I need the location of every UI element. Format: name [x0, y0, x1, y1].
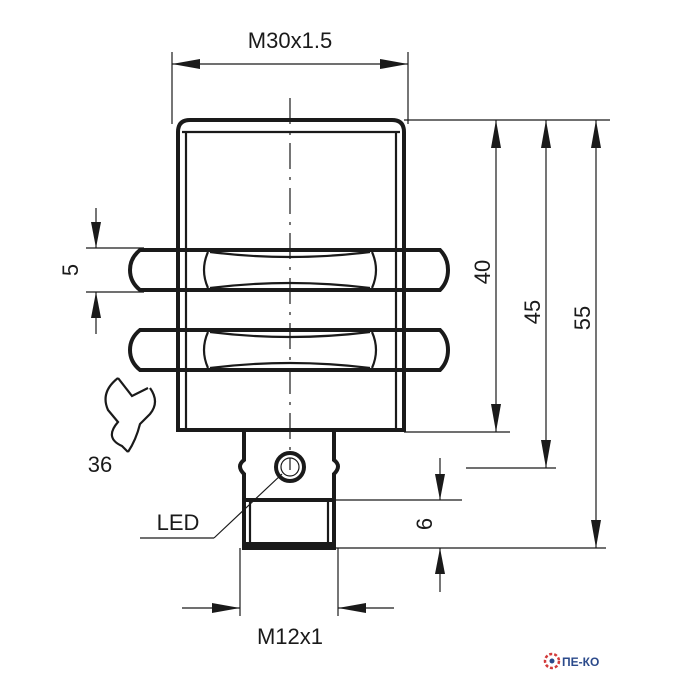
wrench-icon: 36	[88, 377, 157, 477]
dim-height-45: 45	[466, 120, 556, 469]
dim-height-55: 55	[334, 120, 606, 549]
logo-gear-icon	[543, 652, 561, 670]
label-dim-55: 55	[570, 306, 595, 330]
dim-nut-height: 5	[58, 208, 144, 334]
dim-thread-connector: M12x1	[182, 548, 394, 649]
logo-text: ПЕ-КО	[562, 655, 599, 669]
brand-logo: ПЕ-КО	[543, 652, 599, 670]
label-nut-height: 5	[58, 264, 83, 276]
label-thread-connector: M12x1	[257, 624, 323, 649]
label-thread-main: M30x1.5	[248, 28, 332, 53]
connector	[238, 430, 340, 550]
dim-height-40: 40	[404, 119, 610, 433]
dim-thread-main: M30x1.5	[171, 28, 409, 124]
label-dim-40: 40	[470, 260, 495, 284]
nut-lower	[127, 328, 451, 372]
label-dim-45: 45	[520, 300, 545, 324]
label-dim-6: 6	[412, 518, 437, 530]
nut-upper	[127, 248, 451, 292]
label-led: LED	[157, 510, 200, 535]
label-wrench-size: 36	[88, 452, 112, 477]
dim-thread-length: 6	[334, 458, 462, 592]
sensor-body	[176, 118, 406, 432]
led-indicator	[274, 451, 306, 483]
led-callout: LED	[140, 473, 283, 539]
